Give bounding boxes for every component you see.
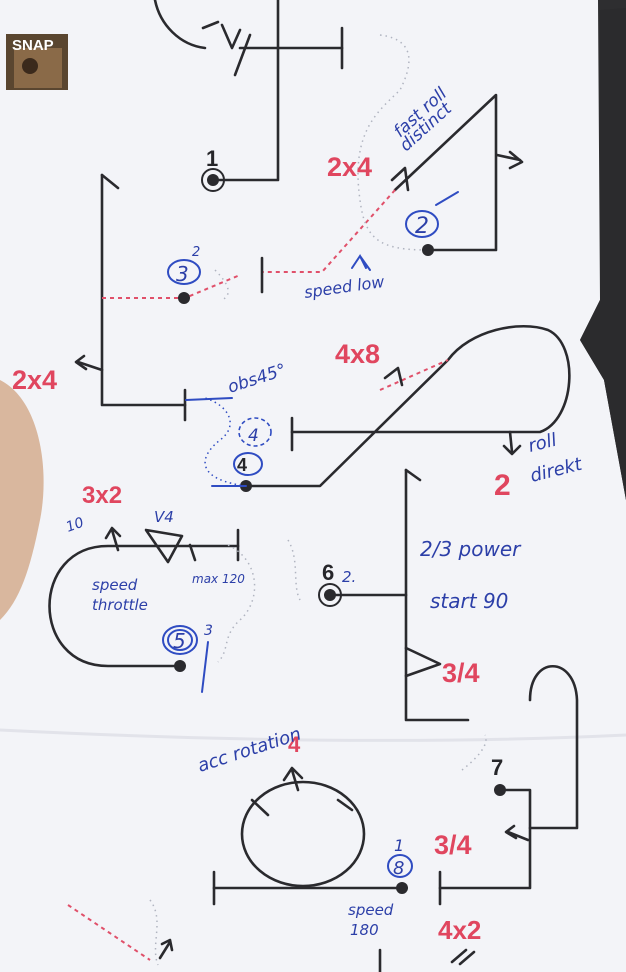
label-roll-2: 2	[494, 469, 511, 502]
snap-badge: SNAP	[6, 34, 68, 90]
maneuver-number-4-dashed: 4	[248, 426, 259, 446]
note-ten: 10	[64, 515, 86, 536]
label-4x8: 4x8	[335, 339, 380, 369]
note-max120: max 120	[192, 572, 245, 586]
superscript-2: 2	[192, 245, 200, 260]
thumb	[0, 380, 44, 620]
label-4x2: 4x2	[438, 915, 481, 945]
figure-5-half-loop: 5 3 3x2 10 V4 speed throttle max 120	[48, 482, 256, 693]
note-speed-180-a: speed	[348, 901, 394, 919]
note-v4: V4	[154, 508, 174, 526]
figure-3-climb: 3 2 2x4	[12, 173, 241, 422]
label-2x4-left: 2x4	[12, 365, 57, 395]
bottom-partial-figures: 4x2	[67, 904, 481, 972]
label-3-4-a: 3/4	[442, 658, 480, 688]
note-start-90: start 90	[430, 589, 508, 613]
maneuver-number-3: 3	[176, 262, 189, 286]
note-six-two: 2.	[342, 568, 356, 586]
label-3x2: 3x2	[82, 482, 122, 509]
snap-label: SNAP	[12, 37, 54, 54]
maneuver-number-4: 4	[237, 455, 247, 475]
superscript-3: 3	[204, 623, 213, 639]
maneuver-number-2: 2	[415, 214, 429, 239]
maneuver-number-6: 6	[322, 560, 334, 585]
note-speed: speed	[92, 576, 138, 594]
figure-1-stall-turn: 1	[153, 0, 344, 192]
label-3-4-b: 3/4	[434, 830, 472, 860]
fold-line	[0, 728, 626, 742]
label-loop-4: 4	[288, 732, 301, 757]
figure-6-vertical: 6 2. 2/3 power start 90 3/4	[287, 468, 522, 722]
maneuver-number-1: 1	[206, 146, 218, 171]
dark-edge	[580, 8, 626, 500]
maneuver-number-8: 8	[393, 858, 404, 879]
superscript-1: 1	[394, 836, 404, 855]
label-2x4-top: 2x4	[327, 152, 372, 182]
maneuver-number-5: 5	[173, 629, 186, 653]
note-two-thirds-power: 2/3 power	[420, 537, 522, 561]
figure-7-hump: 7 3/4	[434, 664, 579, 906]
maneuver-number-7: 7	[491, 755, 503, 780]
note-throttle: throttle	[92, 596, 148, 614]
note-speed-180-b: 180	[350, 921, 379, 939]
